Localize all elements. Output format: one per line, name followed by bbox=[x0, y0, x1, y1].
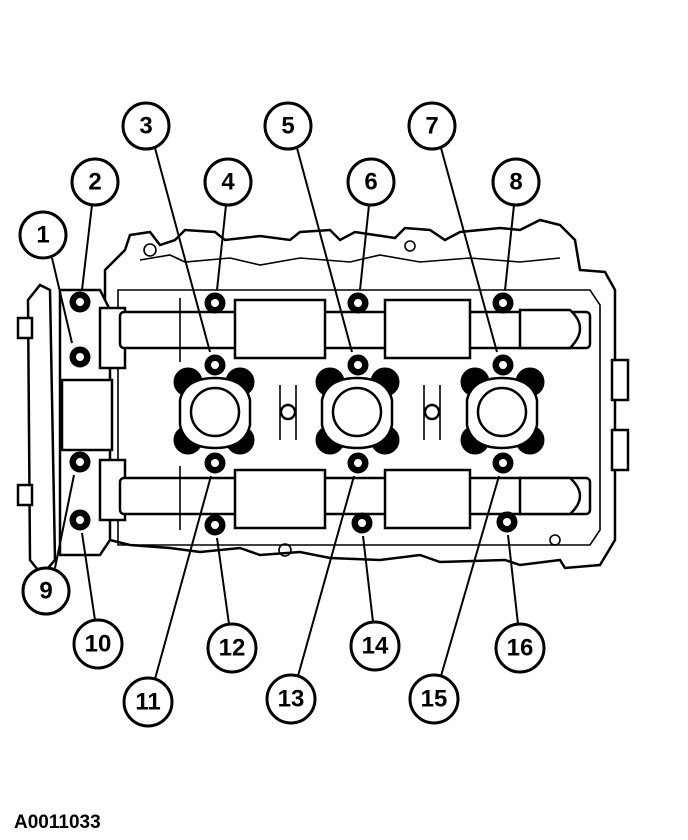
callout-6: 6 bbox=[346, 157, 396, 291]
figure-code: A0011033 bbox=[14, 812, 101, 833]
callout-label-5: 5 bbox=[281, 113, 294, 140]
bolt-9 bbox=[69, 451, 91, 473]
spark-plug-wells bbox=[173, 358, 630, 472]
callout-5: 5 bbox=[263, 101, 353, 353]
bolt-15 bbox=[492, 452, 514, 474]
bolt-6 bbox=[347, 292, 369, 314]
callout-10: 10 bbox=[72, 532, 124, 670]
bolt-11 bbox=[204, 452, 226, 474]
callout-label-16: 16 bbox=[507, 635, 534, 662]
bolt-8 bbox=[492, 292, 514, 314]
bolt-1 bbox=[69, 346, 91, 368]
callout-label-14: 14 bbox=[362, 633, 389, 660]
callout-14: 14 bbox=[349, 535, 401, 672]
callout-7: 7 bbox=[407, 101, 498, 353]
callout-label-4: 4 bbox=[221, 169, 235, 196]
callout-label-6: 6 bbox=[364, 169, 377, 196]
plug-well-1 bbox=[173, 367, 255, 455]
callout-16: 16 bbox=[494, 534, 546, 674]
callout-11: 11 bbox=[122, 475, 212, 728]
camshafts bbox=[118, 298, 592, 530]
bolt-16 bbox=[496, 511, 518, 533]
bolt-12 bbox=[204, 514, 226, 536]
callout-label-10: 10 bbox=[85, 631, 112, 658]
callout-label-2: 2 bbox=[88, 169, 101, 196]
bolt-7 bbox=[492, 354, 514, 376]
bolt-14 bbox=[351, 512, 373, 534]
bolt-5 bbox=[347, 354, 369, 376]
callout-label-15: 15 bbox=[421, 686, 448, 713]
bolt-3 bbox=[204, 354, 226, 376]
callout-1: 1 bbox=[18, 210, 73, 344]
callout-2: 2 bbox=[70, 157, 120, 291]
callout-15: 15 bbox=[408, 475, 500, 725]
callout-4: 4 bbox=[203, 157, 253, 291]
callout-label-13: 13 bbox=[278, 686, 305, 713]
callout-label-1: 1 bbox=[36, 222, 49, 249]
callout-label-11: 11 bbox=[135, 689, 160, 716]
callout-13: 13 bbox=[265, 475, 355, 725]
callout-12: 12 bbox=[206, 537, 258, 674]
bolt-4 bbox=[204, 292, 226, 314]
bolt-10 bbox=[69, 509, 91, 531]
callout-label-12: 12 bbox=[219, 635, 246, 662]
plug-well-2 bbox=[315, 367, 400, 455]
callout-9: 9 bbox=[21, 474, 75, 616]
callouts: 1 2 3 4 5 6 7 bbox=[18, 101, 546, 728]
callout-label-9: 9 bbox=[39, 578, 52, 605]
bolt-2 bbox=[69, 291, 91, 313]
callout-3: 3 bbox=[121, 101, 211, 353]
callout-label-8: 8 bbox=[509, 169, 522, 196]
callout-label-7: 7 bbox=[425, 113, 438, 140]
timing-plate bbox=[16, 283, 127, 577]
callout-label-3: 3 bbox=[139, 113, 152, 140]
callout-8: 8 bbox=[491, 157, 541, 291]
plug-well-3 bbox=[460, 367, 545, 455]
bolts bbox=[69, 291, 518, 536]
bolt-13 bbox=[347, 452, 369, 474]
